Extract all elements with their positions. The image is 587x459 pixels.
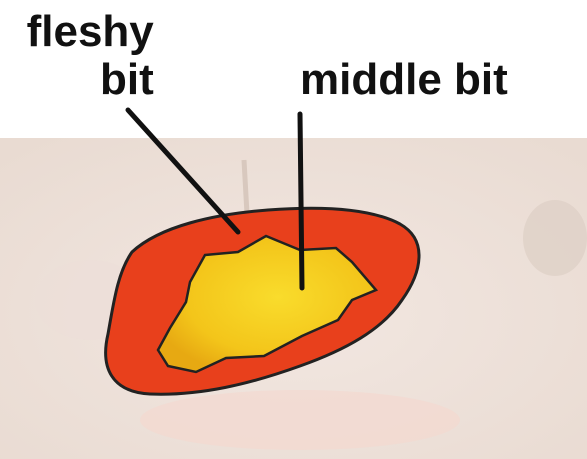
middle-bit-pointer-line [300,114,302,288]
fleshy-bit-label-line1: fleshy [8,10,154,54]
background-smudge [523,200,587,276]
fleshy-bit-label-line2: bit [8,58,154,102]
middle-bit-label: middle bit [300,58,508,102]
background-smudge [140,390,460,450]
fleshy-bit-label: fleshy bit [8,10,154,102]
background-stem-mark [244,160,247,214]
